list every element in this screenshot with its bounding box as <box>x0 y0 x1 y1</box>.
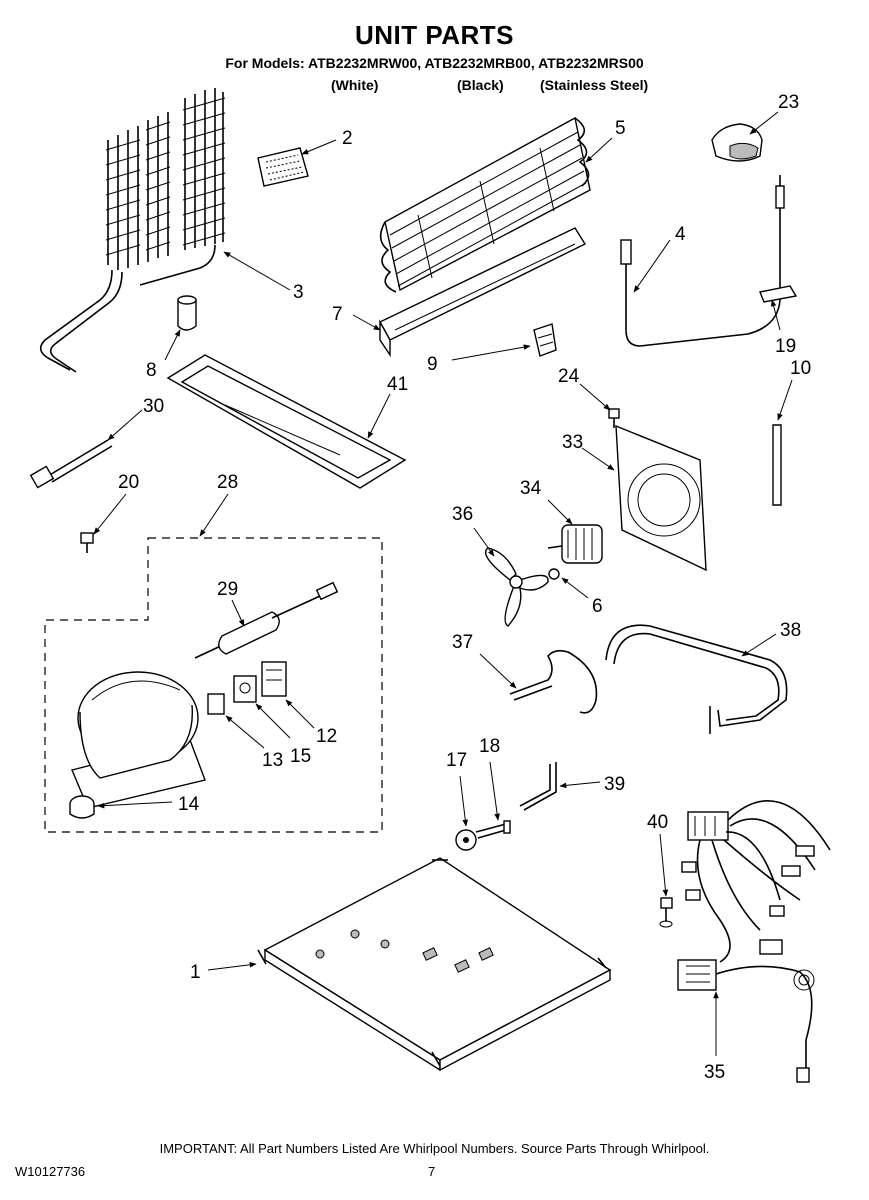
pin-39 <box>519 762 557 811</box>
thermistor-cover <box>711 123 763 162</box>
callout-2: 2 <box>342 128 353 149</box>
callout-12: 12 <box>316 726 337 747</box>
document-number: W10127736 <box>15 1164 86 1179</box>
callout-33: 33 <box>562 432 583 453</box>
callout-34: 34 <box>520 478 542 499</box>
page-title: UNIT PARTS <box>354 20 515 50</box>
drier-29 <box>194 581 339 659</box>
callout-6: 6 <box>592 596 603 617</box>
callout-5: 5 <box>615 118 626 139</box>
leader-lines <box>93 111 793 1056</box>
wire-harness <box>677 799 831 1083</box>
callout-29: 29 <box>217 579 238 600</box>
variant-white: (White) <box>331 77 379 93</box>
screw-24 <box>608 408 620 428</box>
callout-7: 7 <box>332 304 343 325</box>
base-plate <box>257 857 612 1072</box>
callout-38: 38 <box>780 620 801 641</box>
fan-blade <box>484 547 549 627</box>
fan-shroud <box>615 424 707 572</box>
important-note: IMPORTANT: All Part Numbers Listed Are W… <box>159 1141 710 1156</box>
tube-38 <box>605 624 788 734</box>
evaporator-coil <box>379 116 591 358</box>
callout-28: 28 <box>217 472 238 493</box>
tube-37 <box>509 649 598 714</box>
sleeve-part <box>177 295 197 331</box>
strip-10 <box>772 424 782 506</box>
callout-36: 36 <box>452 504 473 525</box>
variant-stainless: (Stainless Steel) <box>540 77 649 93</box>
callout-labels: 2 3 5 4 7 8 9 23 19 10 41 24 30 33 20 28… <box>118 92 811 1083</box>
callout-30: 30 <box>143 396 164 417</box>
callout-4: 4 <box>675 224 686 245</box>
callout-20: 20 <box>118 472 139 493</box>
pad-part <box>257 147 309 187</box>
fan-motor <box>547 524 603 564</box>
callout-9: 9 <box>427 354 438 375</box>
drain-pan <box>166 354 407 489</box>
callout-15: 15 <box>290 746 311 767</box>
callout-10: 10 <box>790 358 811 379</box>
clip-19 <box>759 285 798 303</box>
callout-1: 1 <box>190 962 201 983</box>
callout-24: 24 <box>558 366 580 387</box>
callout-3: 3 <box>293 282 304 303</box>
roller-assembly <box>455 820 511 851</box>
thermistor-harness <box>620 175 785 347</box>
screw-20 <box>80 532 94 553</box>
callout-8: 8 <box>146 360 157 381</box>
condenser-coil <box>39 88 226 373</box>
page-number: 7 <box>428 1164 436 1179</box>
screw-40 <box>659 897 673 928</box>
models-line: For Models: ATB2232MRW00, ATB2232MRB00, … <box>225 55 644 71</box>
callout-19: 19 <box>775 336 796 357</box>
callout-23: 23 <box>778 92 799 113</box>
callout-41: 41 <box>387 374 408 395</box>
callout-13: 13 <box>262 750 283 771</box>
compressor <box>69 671 206 819</box>
variant-black: (Black) <box>457 77 504 93</box>
compressor-group-box <box>44 537 383 833</box>
callout-14: 14 <box>178 794 200 815</box>
callout-39: 39 <box>604 774 625 795</box>
callout-17: 17 <box>446 750 467 771</box>
callout-18: 18 <box>479 736 500 757</box>
callout-37: 37 <box>452 632 473 653</box>
overload-relay <box>207 661 287 715</box>
callout-35: 35 <box>704 1062 725 1083</box>
heater-30 <box>29 439 113 489</box>
callout-40: 40 <box>647 812 668 833</box>
clip-part <box>533 323 557 357</box>
screw-6 <box>548 568 560 580</box>
